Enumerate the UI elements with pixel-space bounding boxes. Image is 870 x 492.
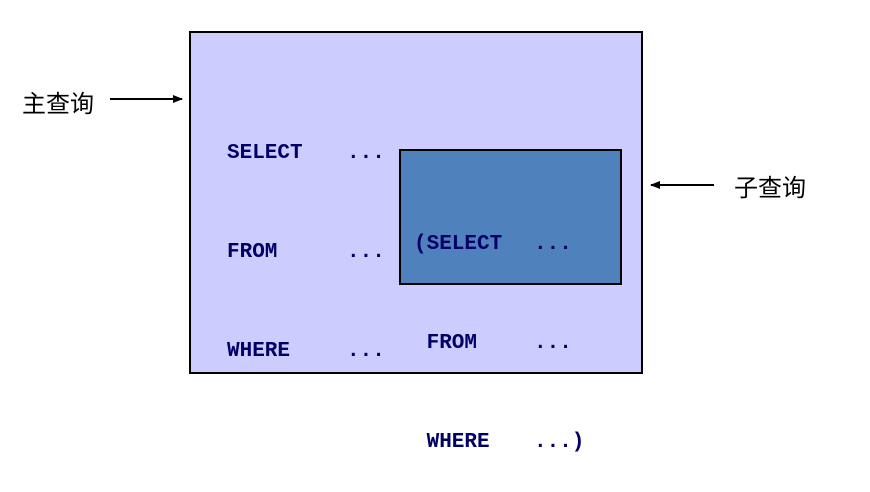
main-query-code: SELECT... FROM... WHERE...	[227, 71, 385, 401]
subquery-ellipsis: ...	[534, 233, 572, 256]
main-query-line-select: SELECT...	[227, 137, 385, 170]
subquery-line-from: FROM...	[414, 327, 584, 360]
main-query-keyword: FROM	[227, 241, 278, 264]
subquery-line-where: WHERE...)	[414, 426, 585, 459]
main-query-line-from: FROM...	[227, 236, 385, 269]
main-query-line-where: WHERE...	[227, 335, 385, 368]
subquery-box	[399, 149, 622, 285]
subquery-label: 子查询	[734, 174, 806, 202]
main-query-keyword: SELECT	[227, 142, 303, 165]
subquery-keyword: WHERE	[414, 431, 490, 454]
main-query-ellipsis: ...	[347, 142, 385, 165]
subquery-ellipsis: ...	[534, 332, 572, 355]
main-query-ellipsis: ...	[347, 241, 385, 264]
subquery-line-select: (SELECT...	[414, 228, 584, 261]
subquery-keyword: FROM	[414, 332, 478, 355]
subquery-keyword: (SELECT	[414, 233, 503, 256]
subquery-ellipsis: ...)	[534, 431, 585, 454]
main-query-label: 主查询	[22, 90, 94, 118]
main-query-ellipsis: ...	[347, 340, 385, 363]
arrows	[110, 95, 714, 189]
main-query-keyword: WHERE	[227, 340, 291, 363]
